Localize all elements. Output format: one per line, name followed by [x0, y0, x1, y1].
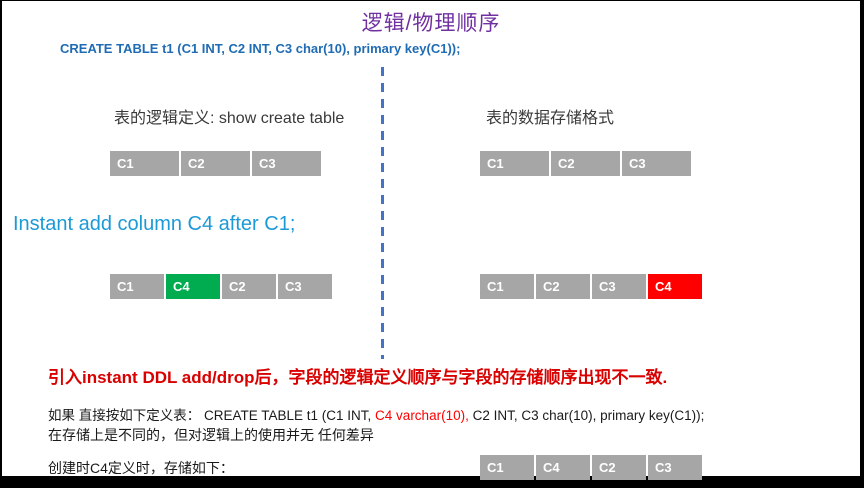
direct-definition-line: 如果 直接按如下定义表： CREATE TABLE t1 (C1 INT, C4…	[48, 404, 704, 424]
column-cell-c4: C4	[648, 274, 702, 299]
storage-format-header: 表的数据存储格式	[486, 110, 615, 127]
column-cell-c1: C1	[480, 274, 534, 299]
column-cell-c3: C3	[278, 274, 332, 299]
column-cell-c1: C1	[110, 274, 164, 299]
column-cell-c3: C3	[252, 151, 321, 176]
slide: 逻辑/物理顺序 CREATE TABLE t1 (C1 INT, C2 INT,…	[2, 1, 860, 480]
column-cell-c2: C2	[551, 151, 620, 176]
column-cell-c1: C1	[480, 151, 549, 176]
page-title: 逻辑/物理顺序	[361, 12, 501, 35]
instant-add-statement: Instant add column C4 after C1;	[13, 213, 296, 235]
dashed-divider	[381, 67, 384, 359]
column-cell-c2: C2	[536, 274, 590, 299]
column-cell-c4: C4	[536, 455, 590, 480]
logical-definition-header: 表的逻辑定义: show create table	[114, 110, 345, 127]
column-cell-c2: C2	[592, 455, 646, 480]
column-cell-c3: C3	[592, 274, 646, 299]
column-cell-c3: C3	[622, 151, 691, 176]
column-cell-c3: C3	[648, 455, 702, 480]
direct-definition-prefix: 如果 直接按如下定义表： CREATE TABLE t1 (C1 INT,	[48, 408, 376, 423]
created-storage-line: 创建时C4定义时，存储如下：	[48, 460, 234, 476]
column-cell-c1: C1	[480, 455, 534, 480]
direct-definition-highlight: C4 varchar(10),	[375, 408, 469, 423]
create-table-statement: CREATE TABLE t1 (C1 INT, C2 INT, C3 char…	[60, 41, 461, 56]
column-cell-c4: C4	[166, 274, 220, 299]
inconsistency-note: 引入instant DDL add/drop后，字段的逻辑定义顺序与字段的存储顺…	[48, 368, 668, 387]
column-cell-c2: C2	[181, 151, 250, 176]
storage-difference-line: 在存储上是不同的，但对逻辑上的使用并无 任何差异	[48, 427, 374, 443]
column-cell-c1: C1	[110, 151, 179, 176]
direct-definition-suffix: C2 INT, C3 char(10), primary key(C1));	[468, 408, 705, 423]
column-cell-c2: C2	[222, 274, 276, 299]
